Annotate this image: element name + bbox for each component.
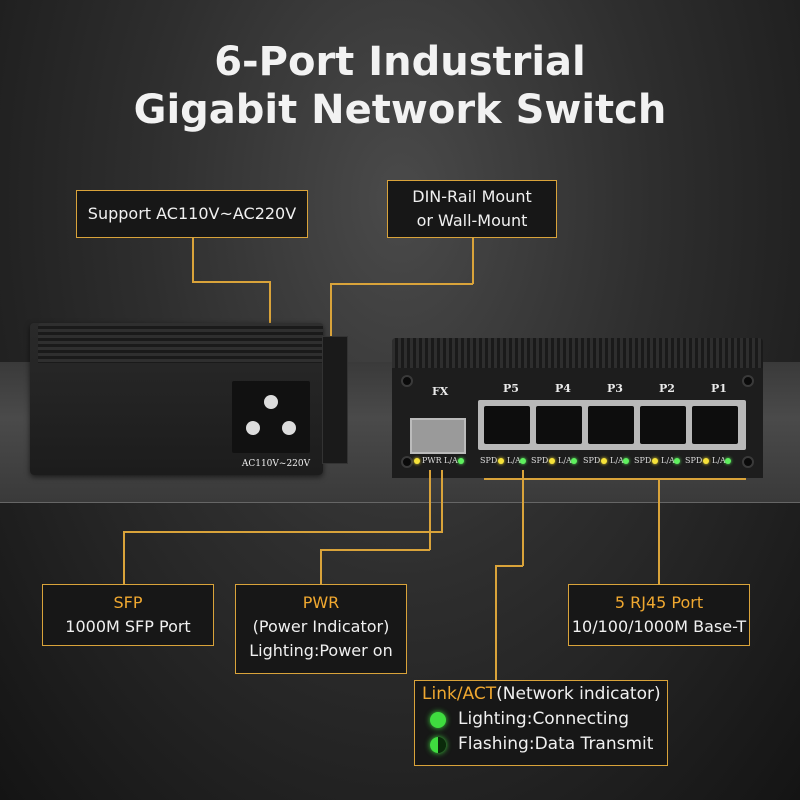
port-label-p3: P3 xyxy=(607,382,623,395)
led-flashing-green-icon xyxy=(430,737,446,753)
callout-mount: DIN-Rail Mount or Wall-Mount xyxy=(387,180,557,238)
callout-link-title-suffix: (Network indicator) xyxy=(496,684,661,704)
spd-label-p3: SPD xyxy=(583,456,601,465)
pwr-led xyxy=(414,458,420,464)
screw-icon xyxy=(742,375,754,387)
la-led-p2 xyxy=(674,458,680,464)
leader-link-h xyxy=(495,565,523,567)
legend-lighting: Lighting:Connecting xyxy=(458,709,630,729)
callout-sfp-desc: 1000M SFP Port xyxy=(65,617,191,636)
spd-label-p1: SPD xyxy=(685,456,703,465)
leader-rj45-h xyxy=(484,478,746,480)
callout-mount-line1: DIN-Rail Mount xyxy=(412,187,532,206)
legend-flashing: Flashing:Data Transmit xyxy=(458,734,654,754)
page-title-line2: Gigabit Network Switch xyxy=(133,87,667,133)
socket-pin-right xyxy=(282,421,296,435)
la-label-p3: L/A xyxy=(610,456,624,465)
rj45-port-p4 xyxy=(536,406,582,444)
switch-side-heatsink xyxy=(38,323,323,363)
callout-link-title: Link/ACT xyxy=(422,684,497,704)
callout-pwr-title: PWR xyxy=(302,593,340,612)
leader-sfp-v1 xyxy=(441,470,443,532)
la-led-p3 xyxy=(623,458,629,464)
callout-rj45: 5 RJ45 Port 10/100/1000M Base-T xyxy=(568,584,750,646)
socket-pin-top xyxy=(264,395,278,409)
callout-sfp-title: SFP xyxy=(113,593,143,612)
screw-icon xyxy=(401,456,413,468)
callout-power-support: Support AC110V~AC220V xyxy=(76,190,308,238)
screw-icon xyxy=(742,456,754,468)
pwr-led-label: PWR xyxy=(422,456,442,465)
leader-mount-v1 xyxy=(472,238,474,284)
callout-mount-line2: or Wall-Mount xyxy=(416,211,528,230)
ac-power-socket xyxy=(232,381,310,453)
leader-mount-v2 xyxy=(330,283,332,339)
leader-pwr-h xyxy=(320,549,430,551)
switch-front-heatsink xyxy=(392,338,763,368)
la-led-p1 xyxy=(725,458,731,464)
leader-pwr-v2 xyxy=(320,549,322,585)
screw-icon xyxy=(401,375,413,387)
leader-sfp-h xyxy=(123,531,443,533)
spd-led-p1 xyxy=(703,458,709,464)
callout-power-support-text: Support AC110V~AC220V xyxy=(87,204,297,223)
callout-sfp: SFP 1000M SFP Port xyxy=(42,584,214,646)
callout-pwr-line2: Lighting:Power on xyxy=(249,641,393,660)
spd-led-p4 xyxy=(549,458,555,464)
rj45-port-p2 xyxy=(640,406,686,444)
spd-led-p5 xyxy=(498,458,504,464)
la-label-p4: L/A xyxy=(558,456,572,465)
fx-la-led-label: L/A xyxy=(444,456,458,465)
callout-rj45-title: 5 RJ45 Port xyxy=(614,593,704,612)
sfp-port xyxy=(410,418,466,454)
callout-pwr: PWR (Power Indicator) Lighting:Power on xyxy=(235,584,407,674)
leader-mount-h xyxy=(330,283,473,285)
rj45-port-p5 xyxy=(484,406,530,444)
la-led-p5 xyxy=(520,458,526,464)
spd-led-p2 xyxy=(652,458,658,464)
leader-power-v1 xyxy=(192,238,194,282)
fx-la-led xyxy=(458,458,464,464)
port-label-p2: P2 xyxy=(659,382,675,395)
callout-link-title-row: Link/ACT(Network indicator) xyxy=(422,684,661,704)
spd-label-p5: SPD xyxy=(480,456,498,465)
socket-pin-left xyxy=(246,421,260,435)
port-label-p4: P4 xyxy=(555,382,571,395)
page-title-line1: 6-Port Industrial xyxy=(214,39,586,85)
power-rating-label: AC110V~220V xyxy=(241,459,311,469)
callout-link-act xyxy=(414,680,668,766)
rj45-port-p3 xyxy=(588,406,634,444)
la-label-p1: L/A xyxy=(712,456,726,465)
leader-sfp-v2 xyxy=(123,531,125,585)
rj45-port-p1 xyxy=(692,406,738,444)
spd-label-p2: SPD xyxy=(634,456,652,465)
leader-rj45-v xyxy=(658,478,660,584)
fx-port-label: FX xyxy=(432,385,449,398)
din-rail-mount-plate xyxy=(322,336,348,464)
leader-link-v2 xyxy=(495,565,497,680)
callout-pwr-line1: (Power Indicator) xyxy=(252,617,390,636)
leader-pwr-v1 xyxy=(429,470,431,550)
callout-rj45-desc: 10/100/1000M Base-T xyxy=(571,617,747,636)
port-label-p1: P1 xyxy=(711,382,727,395)
floor-edge xyxy=(0,502,800,503)
spd-led-p3 xyxy=(601,458,607,464)
port-label-p5: P5 xyxy=(503,382,519,395)
leader-link-v1 xyxy=(522,470,524,566)
led-solid-green-icon xyxy=(430,712,446,728)
spd-label-p4: SPD xyxy=(531,456,549,465)
leader-power-h xyxy=(192,281,270,283)
la-label-p2: L/A xyxy=(661,456,675,465)
la-label-p5: L/A xyxy=(507,456,521,465)
la-led-p4 xyxy=(571,458,577,464)
